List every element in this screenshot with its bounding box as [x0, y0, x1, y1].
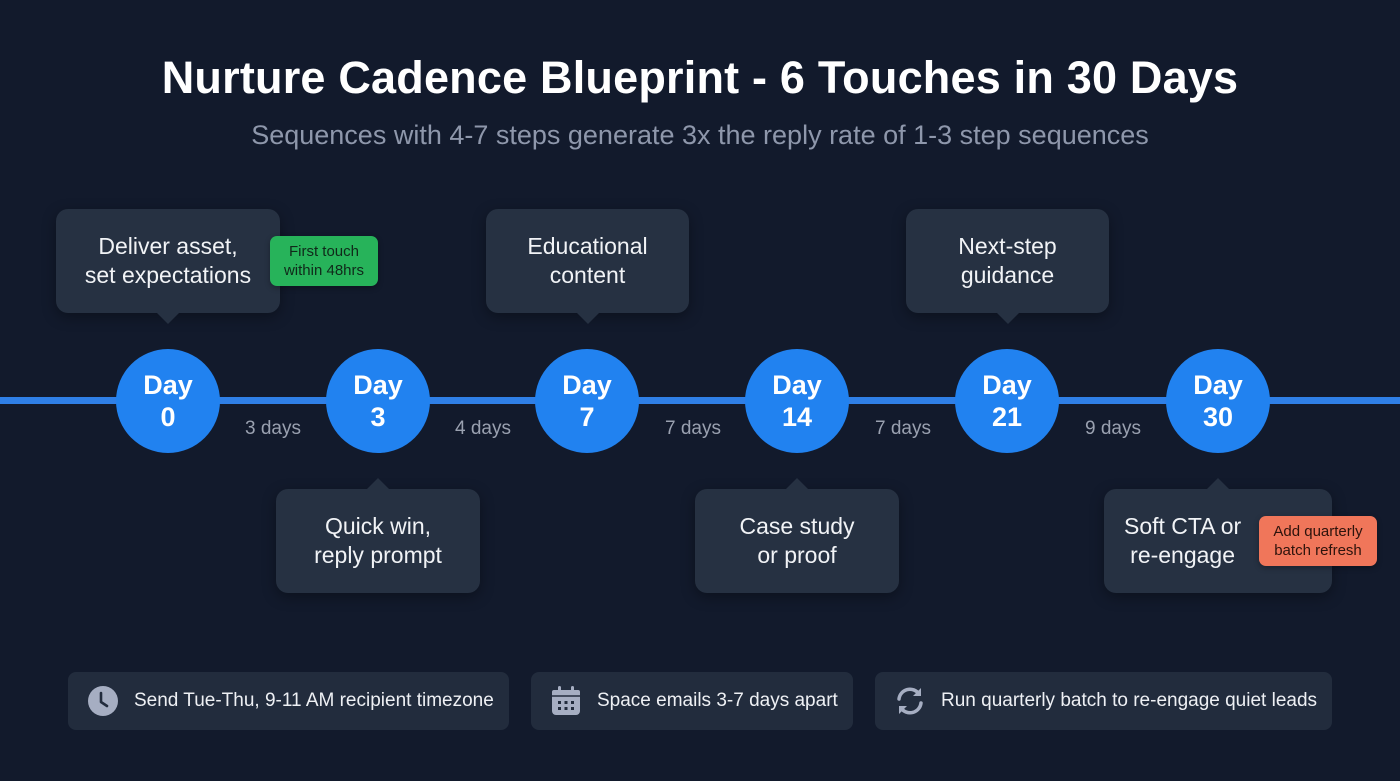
card-day-7: Educational content: [486, 209, 689, 324]
page-subtitle: Sequences with 4-7 steps generate 3x the…: [251, 120, 1149, 150]
tip-spacing-text: Space emails 3-7 days apart: [597, 690, 838, 711]
gap-label: 4 days: [455, 418, 511, 439]
card-day-0-text: Deliver asset, set expectations: [84, 233, 252, 288]
gap-label: 3 days: [245, 418, 301, 439]
page-title: Nurture Cadence Blueprint - 6 Touches in…: [161, 52, 1239, 103]
badge-first-touch: First touch within 48hrs: [270, 236, 378, 286]
card-day-21-text: Next-step guidance: [958, 233, 1057, 288]
day-node-30: Day 30: [1166, 349, 1270, 453]
card-day-3-text: Quick win, reply prompt: [314, 513, 442, 568]
card-day-14-text: Case study or proof: [739, 513, 855, 568]
card-day-30: Soft CTA or re-engage: [1104, 478, 1332, 593]
clock-icon: [86, 684, 120, 718]
gap-label: 9 days: [1085, 418, 1141, 439]
day-node-3: Day 3: [326, 349, 430, 453]
gap-label: 7 days: [875, 418, 931, 439]
card-day-0: Deliver asset, set expectations: [56, 209, 280, 324]
tip-spacing: Space emails 3-7 days apart: [531, 672, 853, 730]
card-day-7-text: Educational content: [527, 233, 648, 288]
tip-quarterly: Run quarterly batch to re-engage quiet l…: [875, 672, 1332, 730]
card-day-21: Next-step guidance: [906, 209, 1109, 324]
tip-quarterly-text: Run quarterly batch to re-engage quiet l…: [941, 690, 1318, 711]
gap-label: 7 days: [665, 418, 721, 439]
card-day-3: Quick win, reply prompt: [276, 478, 480, 593]
day-node-7: Day 7: [535, 349, 639, 453]
refresh-icon: [893, 684, 927, 718]
tip-send-time-text: Send Tue-Thu, 9-11 AM recipient timezone: [134, 690, 494, 711]
tip-send-time: Send Tue-Thu, 9-11 AM recipient timezone: [68, 672, 509, 730]
day-node-14: Day 14: [745, 349, 849, 453]
card-day-14: Case study or proof: [695, 478, 899, 593]
timeline-line: [0, 397, 1400, 404]
day-node-21: Day 21: [955, 349, 1059, 453]
badge-quarterly-refresh: Add quarterly batch refresh: [1259, 516, 1377, 566]
card-day-30-text: Soft CTA or re-engage: [1124, 513, 1242, 568]
day-node-0: Day 0: [116, 349, 220, 453]
calendar-icon: [549, 684, 583, 718]
